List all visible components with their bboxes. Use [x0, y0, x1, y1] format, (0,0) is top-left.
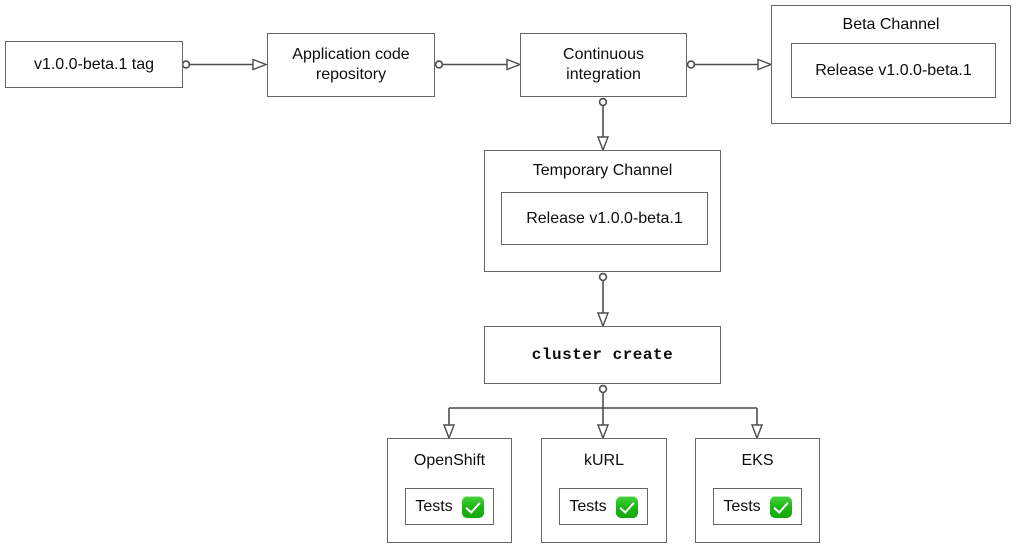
openshift-tests-box[interactable]: Tests — [405, 488, 494, 525]
container-temporary-channel[interactable]: Temporary Channel Release v1.0.0-beta.1 — [484, 150, 721, 272]
edge-arrowhead — [757, 58, 773, 71]
check-mark-button-icon — [461, 495, 484, 518]
node-version-tag-label: v1.0.0-beta.1 tag — [33, 55, 155, 73]
node-cluster-create-label: cluster create — [531, 346, 674, 364]
edge-source-dot — [598, 384, 608, 394]
check-mark-button-icon — [615, 495, 638, 518]
temporary-channel-release-box[interactable]: Release v1.0.0-beta.1 — [501, 192, 708, 245]
container-openshift-title: OpenShift — [413, 452, 486, 469]
edge-arrowhead — [252, 58, 268, 71]
kurl-tests-label: Tests — [569, 497, 607, 515]
edge-arrowhead — [596, 424, 610, 440]
container-beta-channel[interactable]: Beta Channel Release v1.0.0-beta.1 — [771, 5, 1011, 124]
beta-channel-release-box[interactable]: Release v1.0.0-beta.1 — [791, 43, 996, 98]
node-application-code-repository-label: Application code repository — [292, 46, 410, 83]
container-temporary-channel-title: Temporary Channel — [532, 162, 673, 179]
edge-arrowhead — [750, 424, 764, 440]
edge-source-dot — [598, 97, 608, 107]
edge-source-dot — [686, 60, 696, 69]
edge-arrowhead — [442, 424, 456, 440]
beta-channel-release-label: Release v1.0.0-beta.1 — [815, 61, 972, 79]
container-beta-channel-title: Beta Channel — [842, 16, 940, 33]
container-kurl[interactable]: kURL Tests — [541, 438, 667, 543]
edge-arrowhead — [596, 312, 610, 328]
eks-tests-box[interactable]: Tests — [713, 488, 802, 525]
edge-source-dot — [181, 60, 191, 69]
node-version-tag[interactable]: v1.0.0-beta.1 tag — [5, 41, 183, 88]
container-eks-title: EKS — [741, 452, 774, 469]
edge-arrowhead — [596, 136, 610, 152]
node-continuous-integration-label: Continuous integration — [563, 46, 644, 83]
container-eks[interactable]: EKS Tests — [695, 438, 820, 543]
node-continuous-integration[interactable]: Continuous integration — [520, 33, 687, 97]
edge-arrowhead — [506, 58, 522, 71]
container-openshift[interactable]: OpenShift Tests — [387, 438, 512, 543]
temporary-channel-release-label: Release v1.0.0-beta.1 — [526, 209, 683, 227]
node-application-code-repository[interactable]: Application code repository — [267, 33, 435, 97]
edge-source-dot — [434, 60, 444, 69]
node-cluster-create[interactable]: cluster create — [484, 326, 721, 384]
edge-source-dot — [598, 272, 608, 282]
kurl-tests-box[interactable]: Tests — [559, 488, 648, 525]
eks-tests-label: Tests — [723, 497, 761, 515]
openshift-tests-label: Tests — [415, 497, 453, 515]
container-kurl-title: kURL — [583, 452, 624, 469]
check-mark-button-icon — [769, 495, 792, 518]
